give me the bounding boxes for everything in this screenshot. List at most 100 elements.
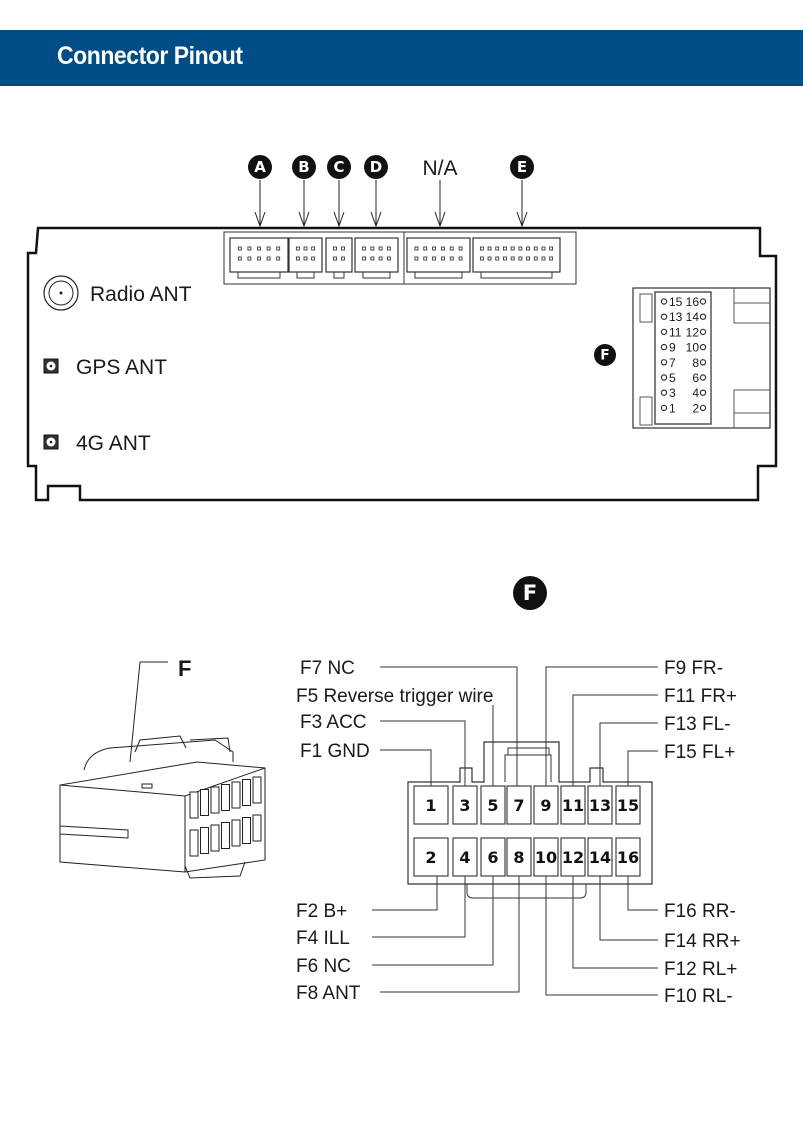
pin-cell <box>615 837 641 877</box>
pin-label: 8 <box>513 848 524 867</box>
connector-pin <box>441 256 445 261</box>
section-badge-f: F <box>513 576 547 610</box>
pin-number: 12 <box>686 325 700 339</box>
side-connector-badge: F <box>594 344 616 366</box>
pin-number: 1 <box>669 401 676 415</box>
connector-pin <box>341 246 345 251</box>
pin-number: 6 <box>692 371 699 385</box>
connector-latch <box>362 272 391 279</box>
pin-cell <box>533 837 559 877</box>
pinout-latch <box>504 747 552 782</box>
pin-number: 2 <box>692 401 699 415</box>
connector-pin <box>495 256 500 261</box>
wire-label: F10 RL- <box>664 986 733 1007</box>
pin-number: 16 <box>686 295 700 309</box>
connector-pin <box>503 246 507 251</box>
pin-dot <box>660 298 668 305</box>
wire-label: F15 FL+ <box>664 742 735 763</box>
connector-latch <box>414 272 463 279</box>
wire-leader <box>380 666 518 786</box>
wire-leader <box>372 876 466 938</box>
pin-cell <box>413 837 449 877</box>
wire-label: F3 ACC <box>300 712 367 733</box>
connector-pin <box>266 246 271 251</box>
wire-leader <box>545 876 658 996</box>
plug-cavity <box>200 827 209 854</box>
pin-label: 5 <box>487 796 498 815</box>
pin-number: 3 <box>669 386 676 400</box>
connector-pin <box>370 246 375 251</box>
pin-number: 15 <box>669 295 683 309</box>
plug-cavity <box>189 829 199 857</box>
pin-cell <box>480 837 506 877</box>
pin-label: 14 <box>589 848 611 867</box>
wire-leader <box>545 666 658 786</box>
connector-pin <box>432 246 436 251</box>
badge-letter: B <box>298 158 309 176</box>
antenna-pin <box>49 440 53 444</box>
head-unit-outline <box>26 226 778 502</box>
badge-letter: A <box>254 158 266 176</box>
connector-b: B <box>288 155 323 279</box>
pin-label: 10 <box>535 848 557 867</box>
pin-label: 16 <box>617 848 639 867</box>
connector-socket <box>325 237 353 273</box>
page-title: Connector Pinout <box>57 42 243 70</box>
connector-label-na: N/A <box>422 157 457 180</box>
side-connector-face <box>654 291 712 425</box>
arrow-icon <box>333 211 345 228</box>
connector-pin <box>479 246 484 251</box>
pin-dot <box>699 298 707 305</box>
wire-leader <box>380 749 432 786</box>
plug-cavity <box>231 781 241 809</box>
arrow-icon <box>298 211 310 228</box>
wire-label: F11 FR+ <box>664 686 737 707</box>
connector-pin <box>533 246 538 251</box>
wire-label: F13 FL- <box>664 714 731 735</box>
wire-label: F9 FR- <box>664 658 723 679</box>
connector-pin <box>526 256 530 261</box>
connector-pin <box>414 256 419 261</box>
connector-e: E <box>472 155 561 279</box>
connector-pin <box>237 256 242 261</box>
pin-label: 3 <box>459 796 470 815</box>
pin-cell <box>587 785 613 825</box>
connector-latch <box>296 272 315 279</box>
wire-label: F12 RL+ <box>664 959 737 980</box>
wire-leader <box>627 750 658 786</box>
badge-circle <box>292 155 316 179</box>
pin-dot <box>660 389 668 396</box>
connector-pin <box>257 256 261 261</box>
connector-pin <box>378 256 383 261</box>
plug-outline <box>83 739 234 771</box>
side-latch-bottom <box>639 396 653 426</box>
connector-pin <box>549 256 554 261</box>
connector-pin <box>503 256 507 261</box>
connector-pin <box>386 256 391 261</box>
connector-pin <box>378 246 383 251</box>
connector-pin <box>303 246 308 251</box>
connector-pin <box>362 246 367 251</box>
connector-socket <box>472 237 561 273</box>
badge-circle <box>327 155 351 179</box>
pin-dot <box>699 389 707 396</box>
connector-pin <box>541 246 546 251</box>
wire-label: F5 Reverse trigger wire <box>296 686 493 707</box>
connector-pin <box>295 256 300 261</box>
connector-pin <box>423 256 428 261</box>
connector-pin <box>295 246 300 251</box>
connector-pin <box>487 246 492 251</box>
pin-dot <box>660 374 668 381</box>
pin-label: 11 <box>562 796 584 815</box>
wire-leader <box>372 876 438 911</box>
connector-pin <box>458 256 463 261</box>
badge-letter: D <box>370 158 382 176</box>
connector-pin <box>276 256 281 261</box>
header-bar: Connector Pinout <box>0 30 803 86</box>
wire-label: F16 RR- <box>664 901 736 922</box>
pin-dot <box>699 404 707 412</box>
connector-badge-a: A <box>248 155 272 179</box>
antenna-label: GPS ANT <box>76 356 167 379</box>
wire-label: F6 NC <box>296 956 351 977</box>
badge-letter: E <box>517 158 527 176</box>
